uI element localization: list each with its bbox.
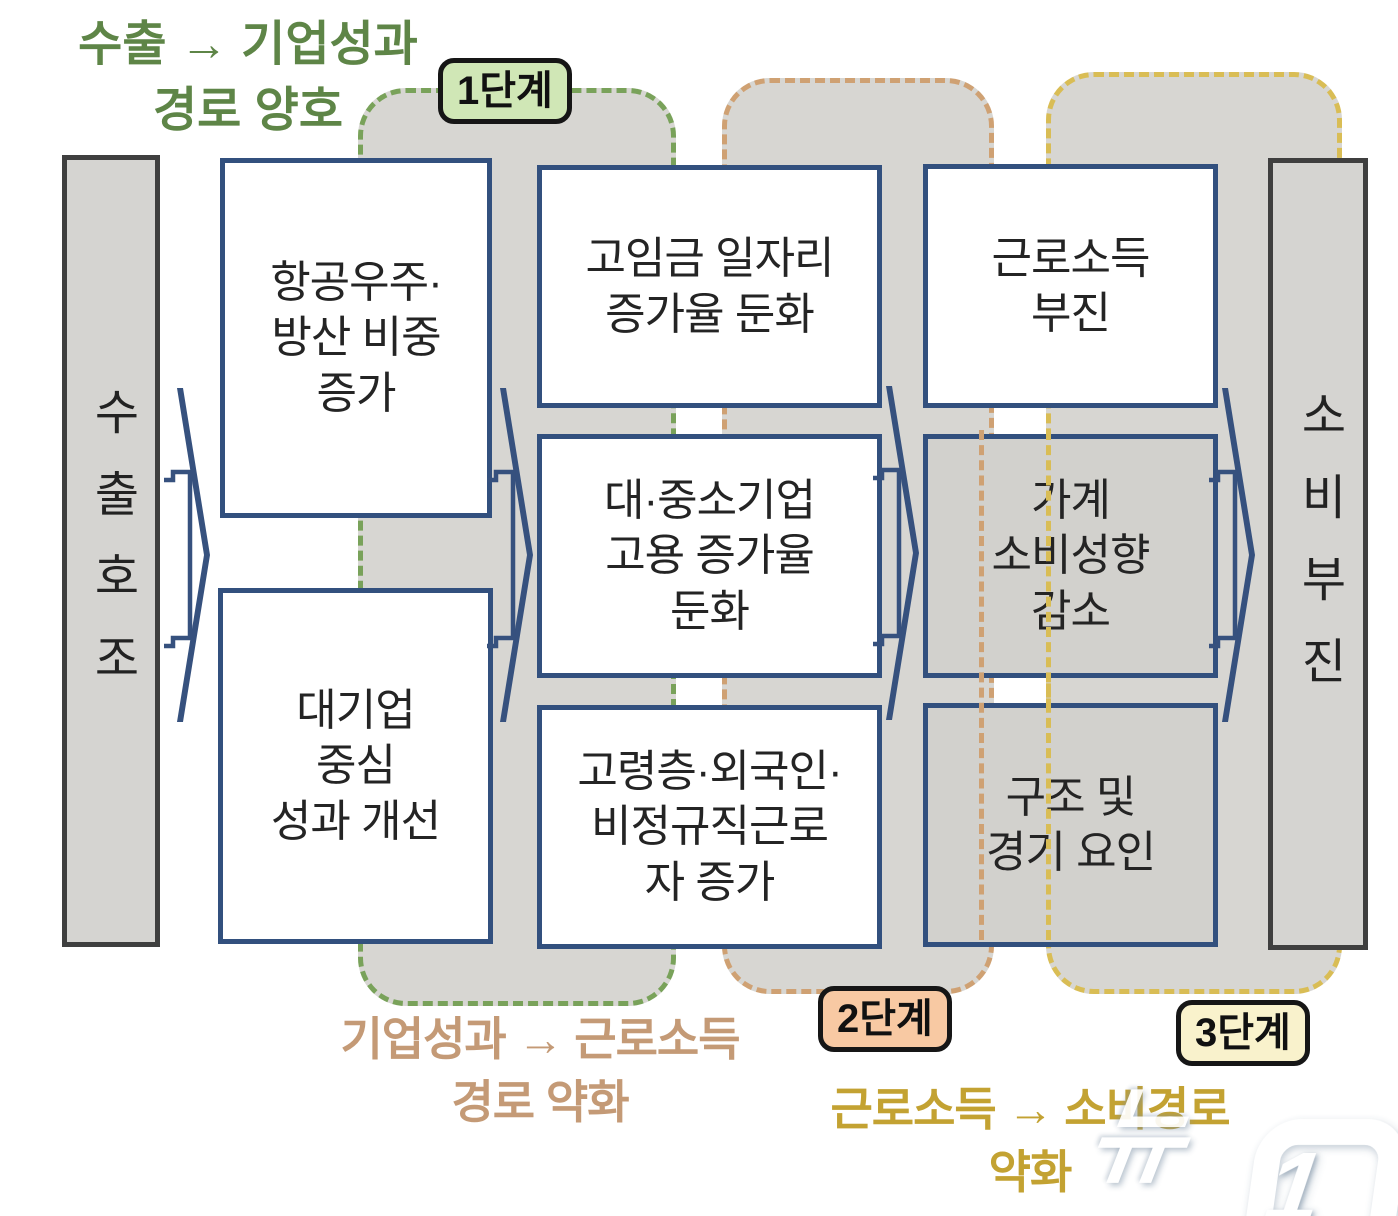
path-label-emph: 약화 bbox=[545, 1076, 630, 1129]
box-text: 근로소득 부진 bbox=[991, 233, 1151, 338]
right-arrow-icon bbox=[1209, 388, 1255, 722]
news1-watermark-text: 뉴스 bbox=[1081, 1079, 1189, 1196]
export-bar: 수출호조 bbox=[62, 155, 160, 947]
box-text: 고임금 일자리 증가율 둔화 bbox=[585, 234, 834, 339]
box-elderly-foreign: 고령층·외국인· 비정규직근로 자 증가 bbox=[537, 705, 882, 949]
news1-watermark: 뉴스 1 bbox=[1059, 1052, 1398, 1216]
path-label-emph: 양호 bbox=[254, 84, 343, 138]
path-label-line1: 근로소득 → 소비경로 bbox=[830, 1083, 1230, 1135]
box-household-propensity: 가계 소비성향 감소 bbox=[923, 434, 1218, 678]
stage1-badge: 1단계 bbox=[438, 58, 572, 124]
path-label-line1: 수출 → 기업성과 bbox=[78, 18, 418, 71]
stage3-dash-overlay bbox=[1046, 430, 1051, 940]
flow-arrow-4 bbox=[1208, 388, 1270, 722]
path-label-line2: 경로 양호 bbox=[153, 84, 343, 138]
news1-logo-icon: 1 bbox=[1236, 1119, 1398, 1216]
box-text: 가계 소비성향 감소 bbox=[991, 475, 1151, 636]
path-label-line2: 경로 약화 bbox=[451, 1076, 630, 1129]
stage3-badge: 3단계 bbox=[1176, 1000, 1310, 1066]
right-arrow-icon bbox=[873, 386, 919, 720]
flow-arrow-2 bbox=[486, 388, 548, 722]
box-labor-income: 근로소득 부진 bbox=[923, 164, 1218, 408]
stage3-path-label: 근로소득 → 소비경로 약화 bbox=[795, 1078, 1265, 1205]
box-employment-growth: 대·중소기업 고용 증가율 둔화 bbox=[537, 434, 882, 678]
path-label-line1: 기업성과 → 근로소득 bbox=[340, 1013, 740, 1065]
path-label-emph: 약화 bbox=[988, 1146, 1073, 1199]
right-arrow-icon bbox=[164, 388, 210, 722]
stage2-path-label: 기업성과 → 근로소득 경로 약화 bbox=[305, 1008, 775, 1135]
right-arrow-icon bbox=[487, 388, 533, 722]
box-text: 고령층·외국인· 비정규직근로 자 증가 bbox=[577, 746, 842, 907]
box-text: 항공우주· 방산 비중 증가 bbox=[270, 257, 443, 418]
box-text: 대기업 중심 성과 개선 bbox=[270, 685, 441, 846]
box-aerospace-defense: 항공우주· 방산 비중 증가 bbox=[220, 158, 492, 518]
stage2-badge: 2단계 bbox=[818, 986, 952, 1052]
box-text: 구조 및 경기 요인 bbox=[985, 772, 1156, 877]
news1-numeral: 1 bbox=[1258, 1132, 1329, 1216]
flow-arrow-1 bbox=[163, 388, 225, 722]
stage2-dash-overlay bbox=[979, 430, 984, 940]
path-label-line2: 약화 bbox=[795, 1141, 1265, 1204]
flow-arrow-3 bbox=[872, 386, 934, 720]
stage1-path-label: 수출 → 기업성과 경로 양호 bbox=[48, 12, 448, 144]
box-large-firms: 대기업 중심 성과 개선 bbox=[218, 588, 493, 944]
box-structural-cyclical: 구조 및 경기 요인 bbox=[923, 703, 1218, 947]
box-high-wage-jobs: 고임금 일자리 증가율 둔화 bbox=[537, 165, 882, 408]
consumption-bar: 소비부진 bbox=[1268, 158, 1368, 950]
box-text: 대·중소기업 고용 증가율 둔화 bbox=[603, 475, 816, 636]
